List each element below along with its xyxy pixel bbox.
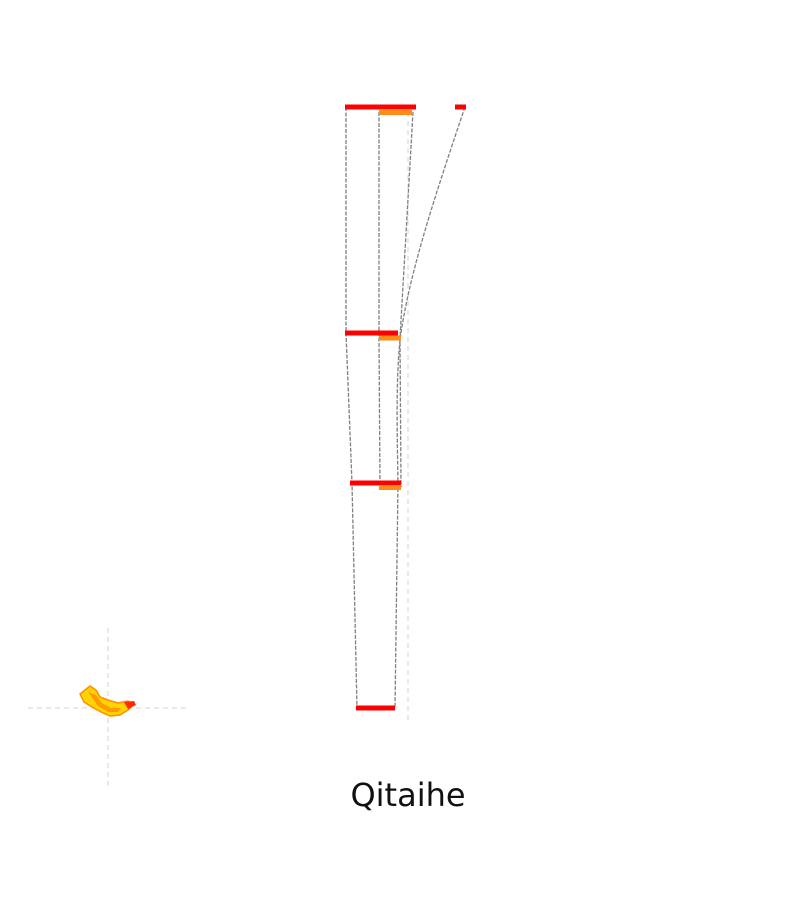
locator-inset	[28, 628, 188, 788]
segment-top-far	[455, 104, 466, 110]
connector-inner-left	[378, 112, 381, 488]
locator-shape-edge	[124, 701, 136, 709]
segment-upper-main	[345, 330, 398, 336]
city-name-label: Qitaihe	[350, 776, 466, 814]
connector-outer-left	[345, 107, 358, 709]
locator-shape-core	[88, 692, 121, 712]
segment-upper-sub	[379, 335, 401, 341]
segment-middle-main	[350, 480, 401, 486]
segment-top-sub	[379, 110, 412, 115]
segment-bottom-main	[356, 705, 395, 711]
locator-shape	[79, 685, 136, 717]
segment-middle-sub	[379, 485, 401, 490]
segments	[345, 104, 466, 711]
connector-outer-right	[394, 106, 466, 709]
connector-lines	[345, 106, 466, 709]
segment-top-main	[345, 104, 416, 110]
